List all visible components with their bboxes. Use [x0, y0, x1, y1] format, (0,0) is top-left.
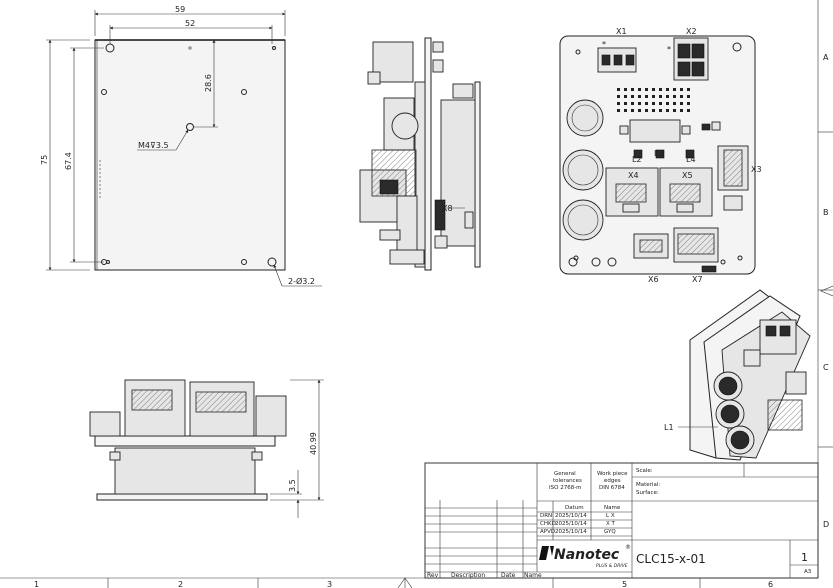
- label-l3: L3: [654, 149, 664, 158]
- date-drn: 2025/10/14: [555, 513, 587, 519]
- top-view: X1 * X2 * L2 L3 L4: [559, 27, 762, 284]
- name-drn: L X: [606, 513, 615, 519]
- role-apvd: APVD: [540, 529, 555, 535]
- inductor: [629, 119, 681, 143]
- capacitor-2: [562, 149, 604, 191]
- dim-height-outer: 75: [40, 155, 49, 165]
- label-x4: X4: [628, 171, 639, 180]
- logo-mark-icon: [539, 546, 554, 560]
- part-number: CLC15-x-01: [636, 552, 706, 566]
- date-header: Date: [501, 572, 516, 579]
- name-apvd: GYQ: [604, 529, 616, 535]
- front-view: 59 52 75 67.4 28.6 M4⊽3.5 2-Ø3.2: [40, 5, 322, 287]
- via-grid: [617, 88, 690, 112]
- label-l1: L1: [664, 423, 674, 432]
- col-label-1: 1: [34, 580, 39, 588]
- pin1-marker-x2: *: [667, 45, 671, 54]
- row-label-d: D: [823, 520, 829, 529]
- edges-line-1: Work piece: [597, 471, 628, 477]
- dim-thickness: 3.5: [288, 479, 297, 492]
- tol-line-3: ISO 2768-m: [549, 485, 582, 491]
- centering-mark-bottom: [397, 577, 413, 588]
- col-label-3: 3: [327, 580, 332, 588]
- capacitor-1: [566, 99, 604, 137]
- label-x5: X5: [682, 171, 693, 180]
- datum-header: Datum: [565, 505, 584, 511]
- col-label-2: 2: [178, 580, 183, 588]
- label-l2: L2: [632, 155, 642, 164]
- side-view: X8: [359, 37, 481, 271]
- edges-line-3: DIN 6784: [599, 485, 625, 491]
- description-header: Description: [451, 572, 485, 579]
- rev-name-header: Name: [524, 572, 542, 579]
- dim-total-height: 40.99: [309, 432, 318, 455]
- capacitor-3: [562, 199, 604, 241]
- title-block: General tolerances ISO 2768-m Work piece…: [424, 462, 819, 579]
- col-label-5: 5: [622, 580, 627, 588]
- label-x2: X2: [686, 27, 697, 36]
- sheet-number: 1: [801, 551, 808, 564]
- role-drn: DRN: [540, 513, 552, 519]
- tol-line-2: tolerances: [553, 478, 582, 484]
- pin1-marker-x1: *: [602, 40, 606, 49]
- date-apvd: 2025/10/14: [555, 529, 587, 535]
- rev-header: Rev: [427, 572, 439, 579]
- col-label-6: 6: [768, 580, 773, 588]
- label-x3: X3: [751, 165, 762, 174]
- label-center-thread: M4⊽3.5: [138, 141, 169, 150]
- sheet-size: A3: [804, 569, 812, 575]
- label-x1: X1: [616, 27, 627, 36]
- dim-height-holes: 67.4: [64, 152, 73, 170]
- centering-mark-right: [820, 285, 833, 297]
- row-label-c: C: [823, 363, 829, 372]
- name-chkd: X T: [606, 521, 616, 527]
- label-mount-holes: 2-Ø3.2: [288, 276, 315, 286]
- nanotec-logo: Nanotec ® PLUS & DRIVE: [539, 544, 631, 569]
- surface-label: Surface:: [636, 490, 659, 496]
- row-label-b: B: [823, 208, 829, 217]
- name-header: Name: [604, 505, 621, 511]
- label-x6: X6: [648, 275, 659, 284]
- dim-width-outer: 59: [175, 5, 185, 14]
- top-hole-tr: [732, 42, 742, 52]
- tol-line-1: General: [554, 471, 576, 477]
- mount-hole-bottom-right: [267, 257, 277, 267]
- material-label: Material:: [636, 482, 660, 488]
- top-hole-bl: [568, 257, 578, 267]
- date-chkd: 2025/10/14: [555, 521, 587, 527]
- iso-view: L1: [664, 289, 811, 461]
- company-name: Nanotec: [554, 547, 620, 563]
- center-threaded-hole: [186, 123, 194, 131]
- row-label-a: A: [823, 53, 829, 62]
- label-x7: X7: [692, 275, 703, 284]
- bottom-view: 40.99 3.5: [89, 379, 324, 518]
- label-l4: L4: [686, 155, 696, 164]
- edges-line-2: edges: [604, 478, 621, 484]
- registered-mark: ®: [625, 544, 631, 551]
- dim-center-offset: 28.6: [204, 74, 213, 92]
- dim-width-holes: 52: [185, 19, 195, 28]
- scale-label: Scale:: [636, 468, 653, 474]
- company-tagline: PLUS & DRIVE: [596, 563, 628, 569]
- role-chkd: CHKD: [540, 521, 556, 527]
- label-x8: X8: [442, 204, 453, 213]
